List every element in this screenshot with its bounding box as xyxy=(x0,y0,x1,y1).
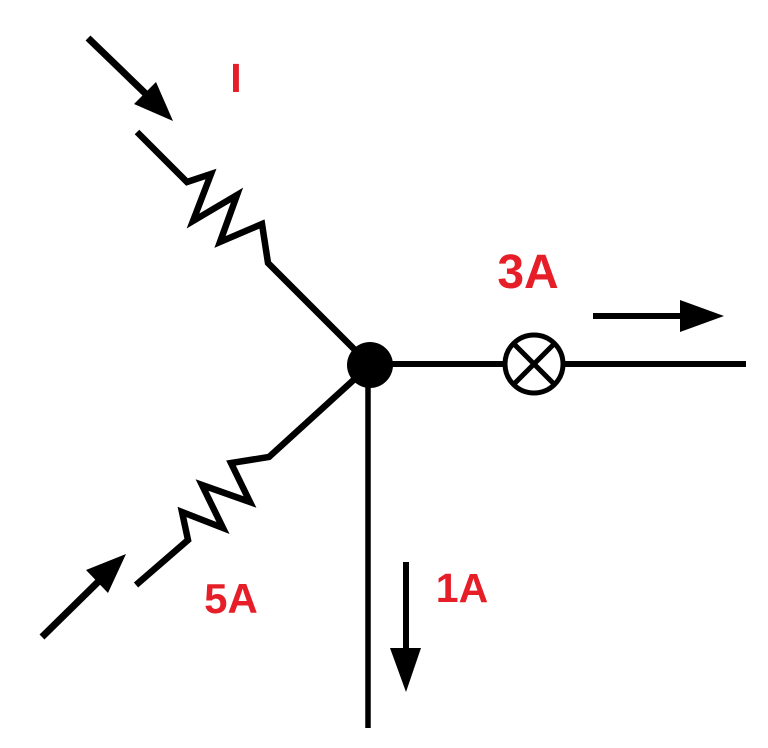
label-current-right: 3A xyxy=(497,246,558,299)
lamp-cross-line-2 xyxy=(511,341,557,387)
arrow-head-icon xyxy=(680,300,724,332)
current-arrow-lower-left xyxy=(39,554,126,640)
resistor-upper-left xyxy=(134,129,373,368)
arrow-head-icon xyxy=(390,648,421,692)
label-current-bottom: 1A xyxy=(436,565,488,611)
arrow-head-icon xyxy=(134,82,173,121)
resistor-lower-left xyxy=(133,362,373,588)
current-arrow-upper-left xyxy=(85,35,173,121)
arrow-shaft xyxy=(39,577,103,640)
arrow-shaft xyxy=(85,35,151,99)
label-current-upper-left: I xyxy=(230,55,241,101)
label-current-lower-left: 5A xyxy=(204,575,258,622)
current-arrow-right xyxy=(593,300,724,332)
arrow-head-icon xyxy=(86,554,126,593)
junction-node xyxy=(347,342,393,388)
current-arrow-bottom xyxy=(390,562,421,692)
